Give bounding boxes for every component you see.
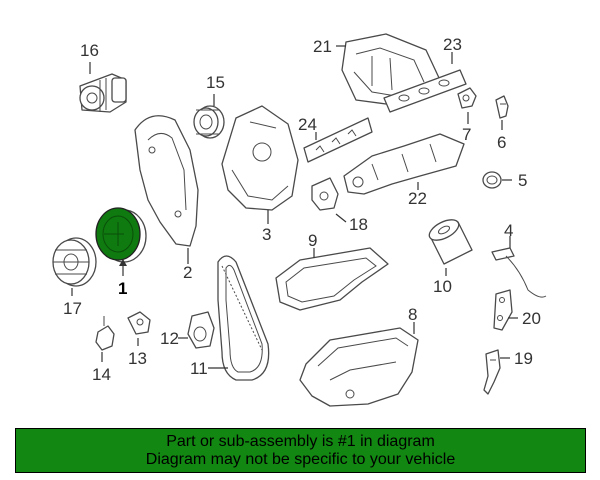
callout-13[interactable]: 13: [128, 349, 147, 368]
part-17-crank-sprocket[interactable]: [52, 237, 97, 287]
part-14-sensor[interactable]: [95, 316, 115, 351]
callout-10[interactable]: 10: [433, 277, 452, 296]
arrow-1: [119, 259, 127, 266]
part-16-water-pump[interactable]: [79, 73, 127, 113]
callout-4[interactable]: 4: [504, 221, 513, 240]
callout-3[interactable]: 3: [262, 225, 271, 244]
callout-7[interactable]: 7: [462, 125, 471, 144]
callout-18[interactable]: 18: [349, 215, 368, 234]
callout-9[interactable]: 9: [308, 231, 317, 250]
leader-18: [335, 213, 347, 223]
callout-1[interactable]: 1: [118, 279, 127, 298]
callout-14[interactable]: 14: [92, 365, 111, 384]
callout-17[interactable]: 17: [63, 299, 82, 318]
part-3-inner-timing-cover[interactable]: [221, 105, 299, 211]
part-9-oil-pan-gasket[interactable]: [275, 247, 389, 311]
banner-line-1: Part or sub-assembly is #1 in diagram: [166, 432, 435, 450]
part-11-timing-belt[interactable]: [217, 255, 270, 381]
banner-line-2: Diagram may not be specific to your vehi…: [145, 450, 456, 468]
part-15-idler-pulley[interactable]: [193, 105, 225, 139]
part-6-temperature-sensor[interactable]: [495, 95, 509, 119]
part-8-oil-pan[interactable]: [299, 327, 419, 407]
part-22-exhaust-manifold[interactable]: [343, 133, 465, 195]
callout-16[interactable]: 16: [80, 41, 99, 60]
callout-5[interactable]: 5: [518, 171, 527, 190]
part-19-dipstick[interactable]: [483, 349, 501, 395]
callout-22[interactable]: 22: [408, 189, 427, 208]
part-12-tensioner[interactable]: [187, 311, 215, 349]
callout-21[interactable]: 21: [313, 37, 332, 56]
part-5-plug[interactable]: [482, 171, 502, 189]
part-20-bracket[interactable]: [493, 289, 513, 331]
callout-23[interactable]: 23: [443, 35, 462, 54]
callout-11[interactable]: 11: [190, 359, 208, 378]
part-18-gasket[interactable]: [311, 177, 339, 211]
part-24-intake-gasket[interactable]: [303, 117, 373, 163]
part-2-timing-cover[interactable]: [134, 115, 199, 247]
part-1-crankshaft-pulley[interactable]: [95, 207, 147, 263]
part-10-oil-filter[interactable]: [426, 216, 473, 265]
callout-15[interactable]: 15: [206, 73, 225, 92]
callout-6[interactable]: 6: [497, 133, 506, 152]
callout-2[interactable]: 2: [183, 263, 192, 282]
callout-12[interactable]: 12: [160, 329, 179, 348]
callout-19[interactable]: 19: [514, 349, 533, 368]
engine-parts-diagram: 16 15 2 3 17 1: [52, 33, 547, 407]
part-4-dipstick-tube[interactable]: [491, 247, 547, 298]
callout-20[interactable]: 20: [522, 309, 541, 328]
info-banner: Part or sub-assembly is #1 in diagram Di…: [15, 428, 586, 473]
callout-24[interactable]: 24: [298, 115, 317, 134]
part-13-bracket[interactable]: [127, 311, 151, 335]
part-7-thermostat-housing[interactable]: [457, 87, 477, 109]
part-23-manifold-gasket[interactable]: [383, 69, 467, 113]
callout-8[interactable]: 8: [408, 305, 417, 324]
